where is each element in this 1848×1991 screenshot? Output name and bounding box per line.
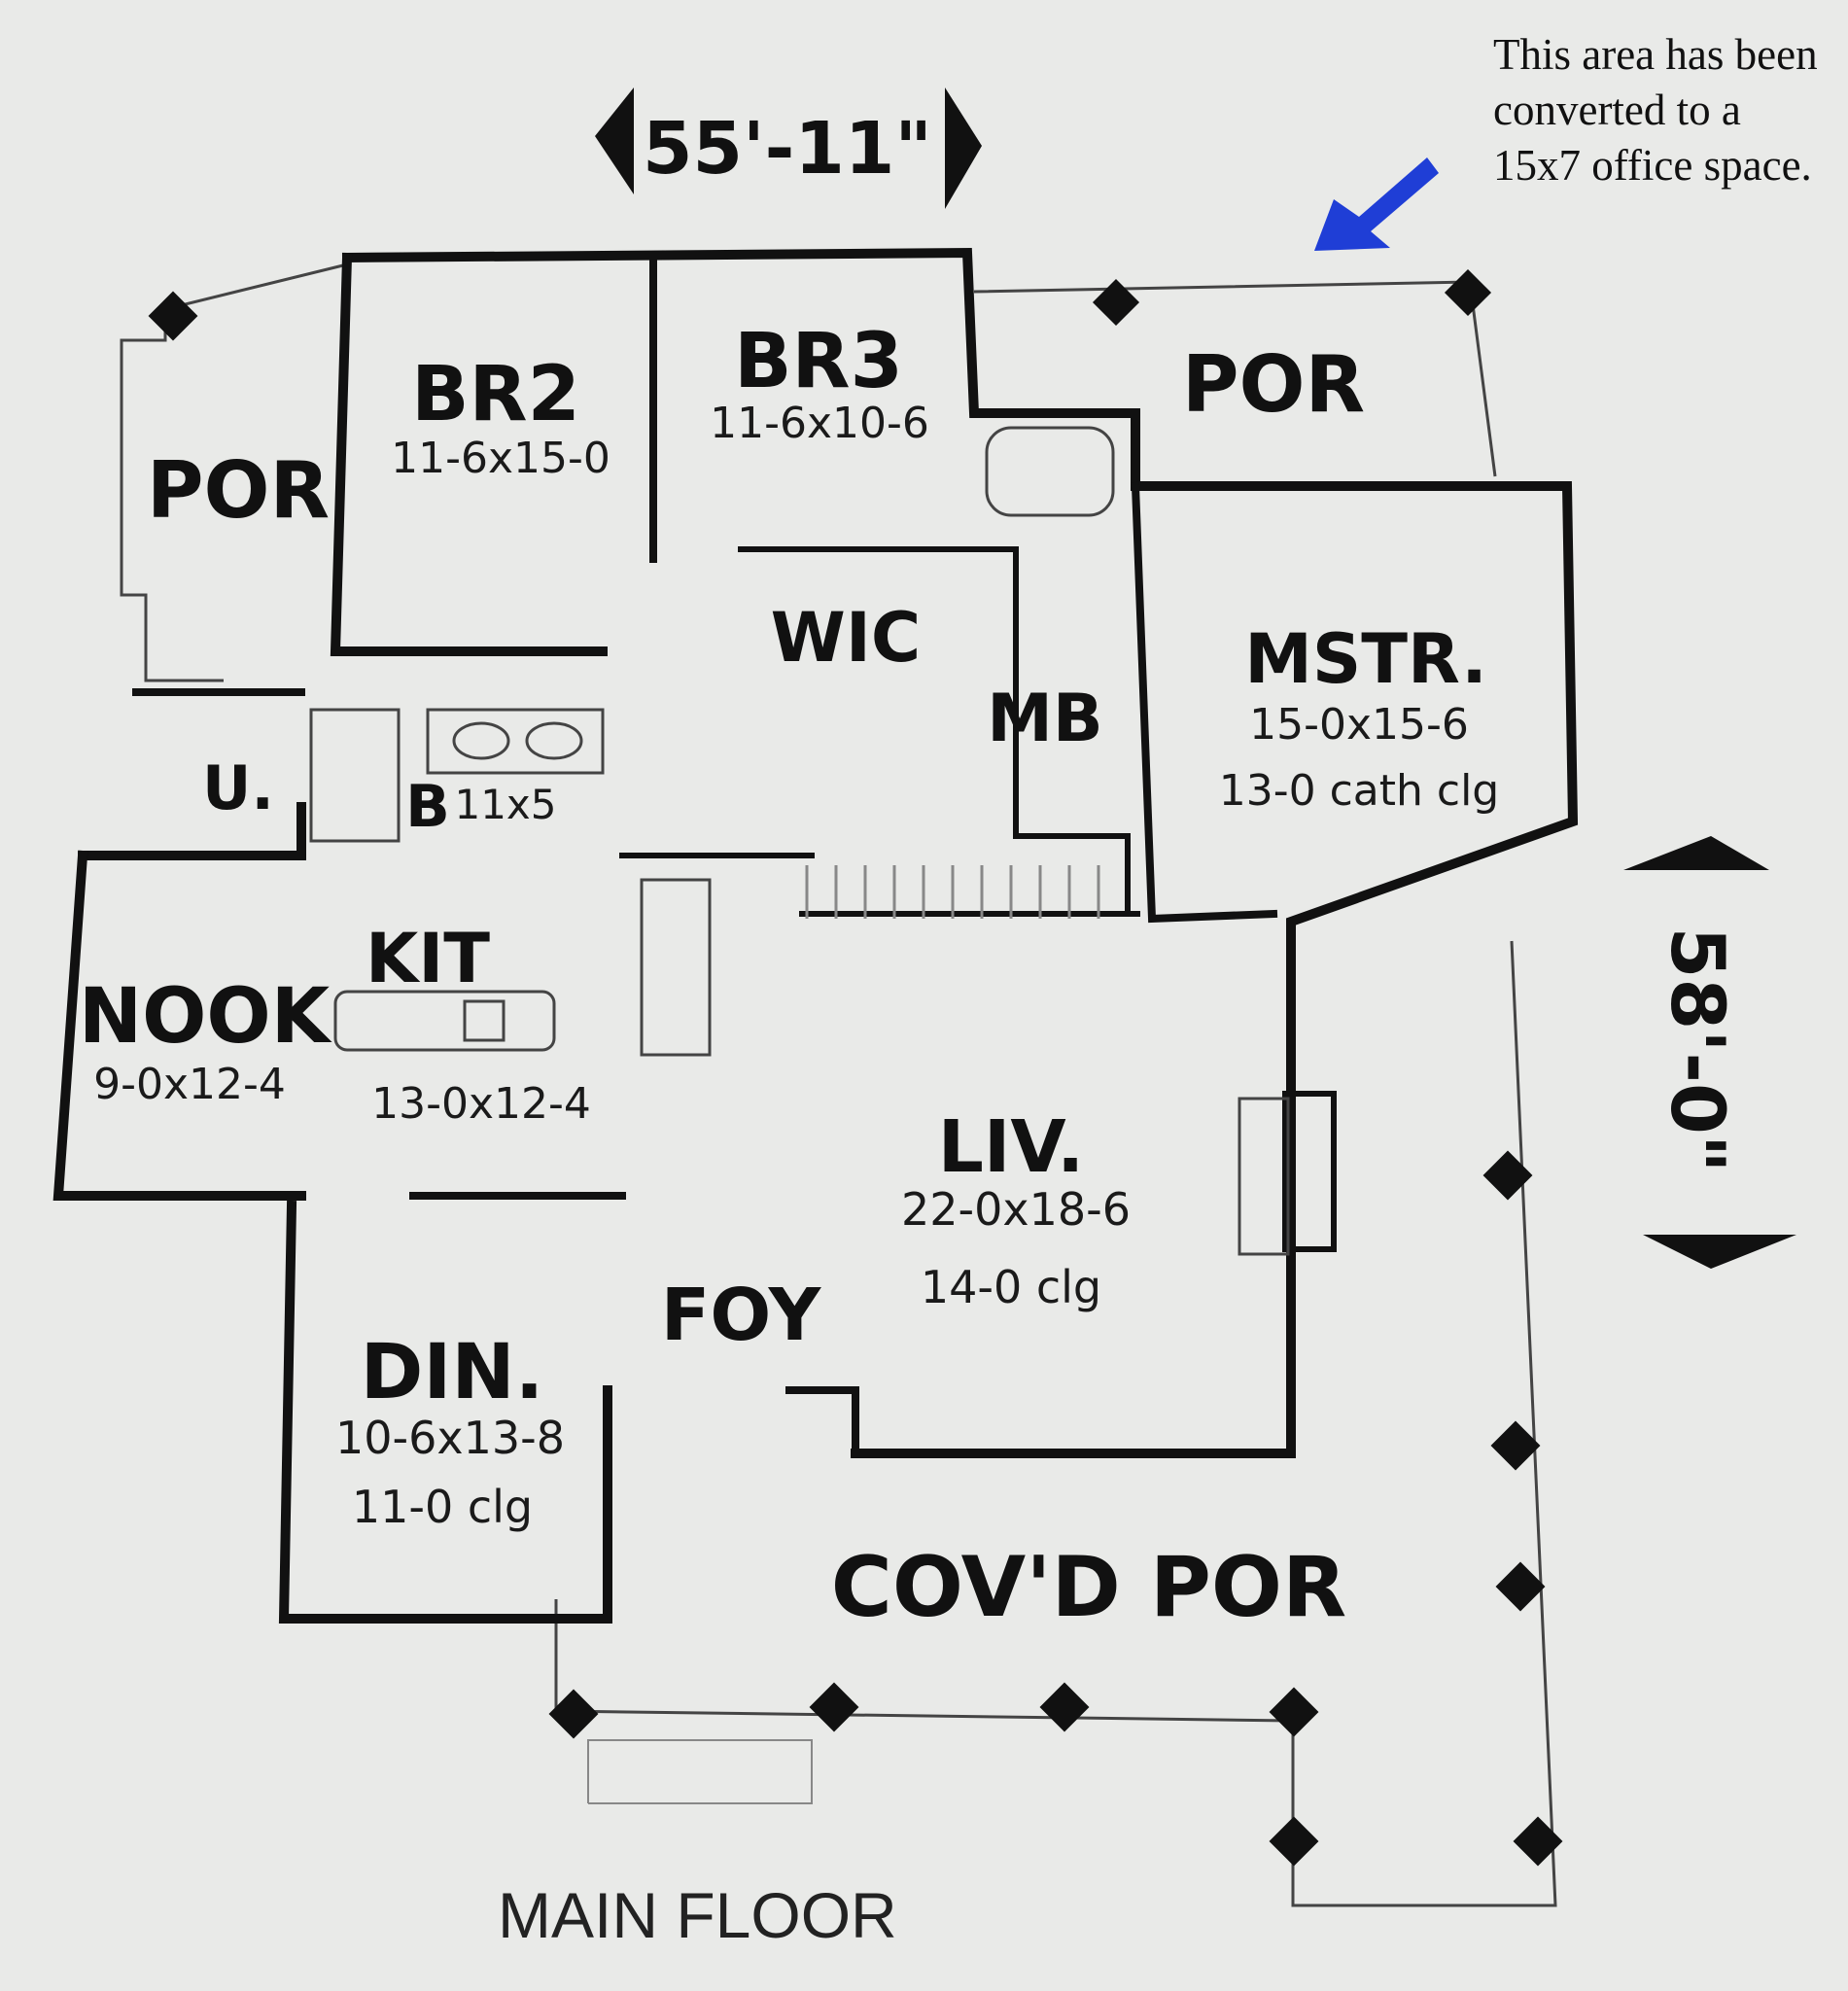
liv-ceiling: 14-0 clg <box>921 1261 1101 1313</box>
nook-label: NOOK <box>79 973 332 1061</box>
kit-label: KIT <box>366 919 490 998</box>
covd-por-label: COV'D POR <box>831 1539 1347 1636</box>
width-arrow-right <box>945 87 982 209</box>
width-dimension: 55'-11" <box>643 107 932 191</box>
mstr-label: MSTR. <box>1244 619 1487 699</box>
walls <box>52 247 1579 1624</box>
wic-label: WIC <box>771 598 922 678</box>
depth-dimension: 58'-0" <box>1655 926 1741 1172</box>
liv-label: LIV. <box>938 1105 1085 1189</box>
width-arrow-left <box>595 87 634 194</box>
por-left-label: POR <box>147 445 330 536</box>
annotation-arrow <box>1314 157 1439 251</box>
mstr-size: 15-0x15-6 <box>1249 700 1469 750</box>
bath-label: B <box>405 773 450 841</box>
bath-size: 11x5 <box>454 781 556 828</box>
floor-caption: MAIN FLOOR <box>498 1879 897 1951</box>
depth-arrow-bottom <box>1643 1235 1796 1269</box>
din-ceiling: 11-0 clg <box>352 1481 533 1533</box>
fixtures <box>309 426 1290 1256</box>
mb-label: MB <box>987 681 1103 757</box>
conversion-note: This area has been converted to a 15x7 o… <box>1493 30 1818 190</box>
br3-size: 11-6x10-6 <box>710 399 929 448</box>
br2-label: BR2 <box>411 351 580 438</box>
mstr-ceiling: 13-0 cath clg <box>1219 766 1499 816</box>
depth-arrow-top <box>1623 836 1769 870</box>
kit-size: 13-0x12-4 <box>371 1079 591 1129</box>
porch-posts <box>148 268 1563 1867</box>
din-size: 10-6x13-8 <box>335 1412 565 1464</box>
nook-size: 9-0x12-4 <box>93 1060 286 1109</box>
room-labels: POR POR BR2 11-6x15-0 BR3 11-6x10-6 WIC … <box>79 318 1499 1636</box>
por-top-label: POR <box>1182 339 1365 430</box>
liv-size: 22-0x18-6 <box>901 1183 1131 1236</box>
foy-label: FOY <box>661 1274 822 1357</box>
br2-size: 11-6x15-0 <box>391 434 610 483</box>
utility-label: U. <box>202 752 274 823</box>
br3-label: BR3 <box>734 318 903 405</box>
din-label: DIN. <box>361 1329 544 1416</box>
